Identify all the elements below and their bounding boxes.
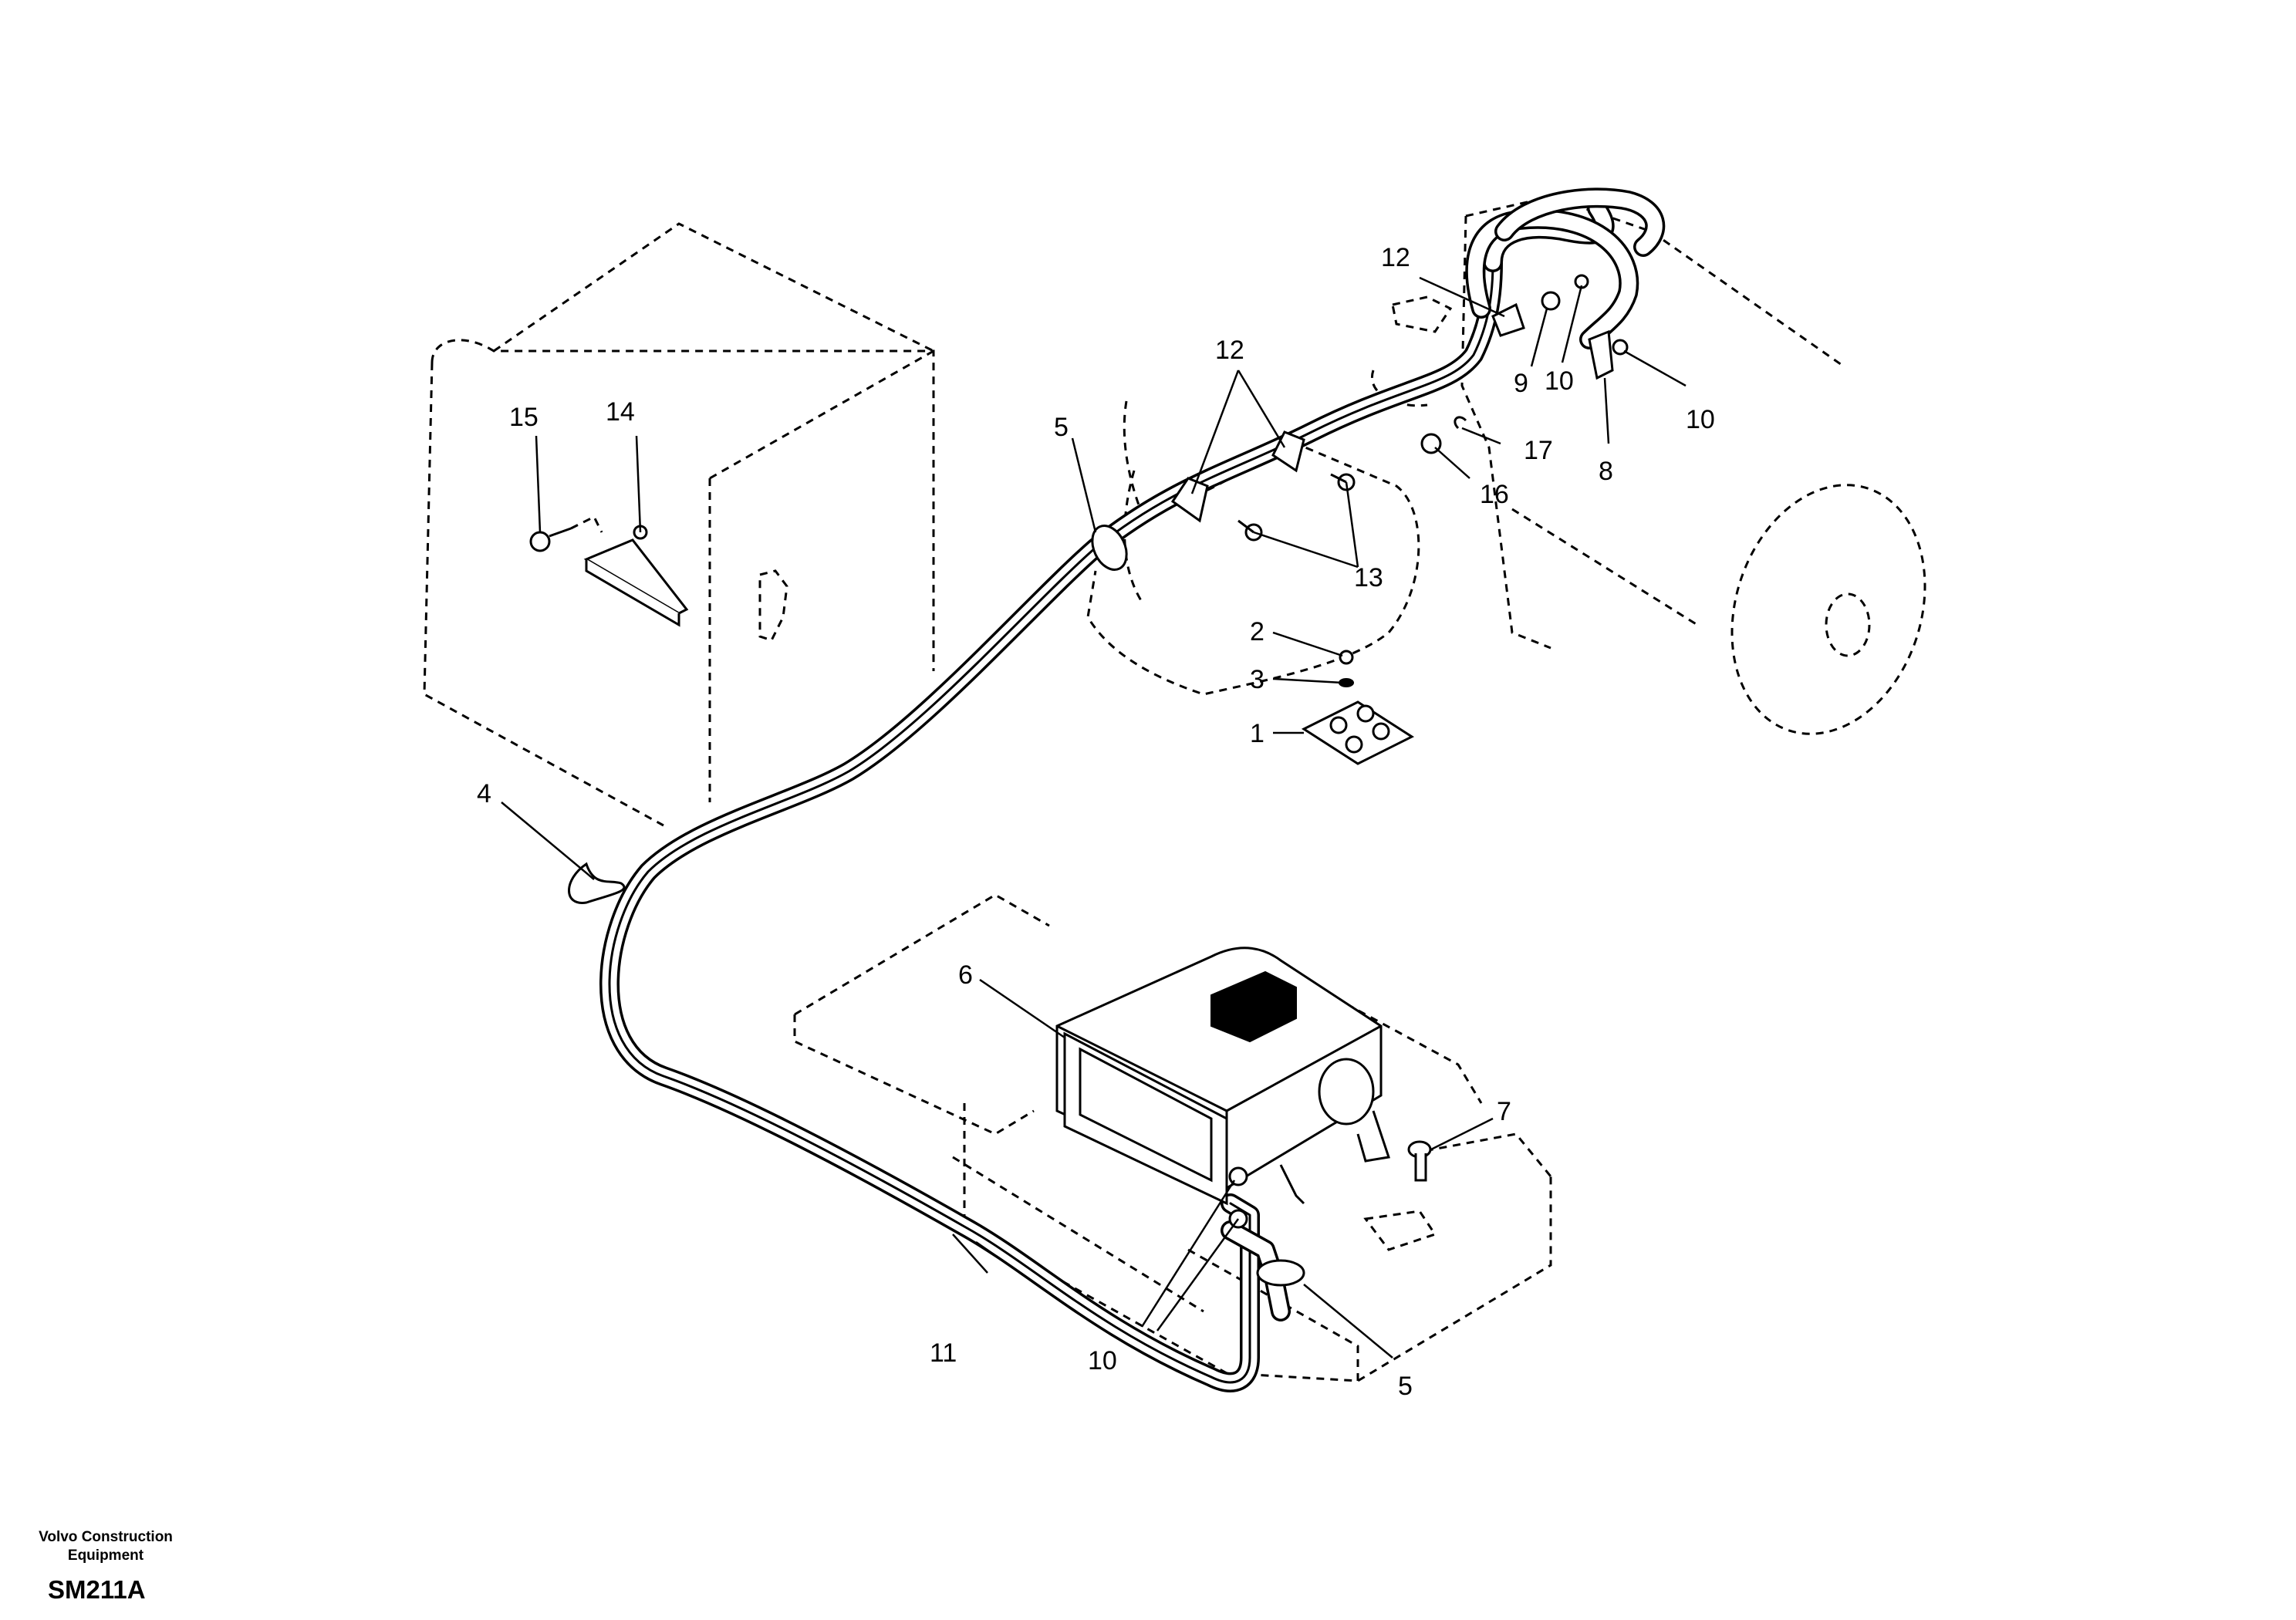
callout-4: 4: [477, 779, 491, 808]
floor-outline: [793, 893, 1552, 1382]
hose-clamp-10-engine-b: [1612, 339, 1629, 356]
heater-unit: [1055, 947, 1390, 1206]
callout-labels: 1 2 3 4 5 5 6 7 8 9 10 10 10 11 12 12 13…: [477, 243, 1715, 1401]
callout-10-engine-right: 10: [1686, 405, 1715, 434]
footer: Volvo Construction Equipment SM211A: [39, 1529, 173, 1604]
clamp-12-right: [1491, 302, 1525, 337]
grommet-5-upper: [1091, 525, 1128, 571]
callout-12-engine: 12: [1381, 243, 1410, 272]
callout-17: 17: [1524, 436, 1553, 465]
callout-16: 16: [1480, 480, 1509, 509]
callout-6: 6: [958, 960, 973, 990]
valve-8: [1588, 329, 1614, 380]
leader-lines: [501, 276, 1687, 1358]
cab-outline: [423, 222, 935, 827]
callout-8: 8: [1599, 457, 1613, 486]
figure-code: SM211A: [48, 1575, 146, 1604]
footer-company-line2: Equipment: [68, 1547, 144, 1564]
hose-assembly: [599, 187, 1666, 1392]
engine-outline: [1370, 195, 1926, 735]
bolt-7: [1407, 1140, 1432, 1182]
console-outline: [1086, 400, 1420, 696]
callout-14: 14: [606, 397, 635, 427]
callout-1: 1: [1250, 719, 1264, 748]
callout-10-heater: 10: [1088, 1346, 1117, 1375]
callout-7: 7: [1497, 1097, 1511, 1126]
clip-17: [1454, 416, 1467, 430]
callout-13: 13: [1354, 563, 1383, 592]
callout-11: 11: [930, 1338, 957, 1368]
callout-3: 3: [1250, 665, 1264, 694]
callout-15: 15: [509, 403, 539, 432]
callout-5-lower: 5: [1398, 1372, 1413, 1401]
bolts-13: [1237, 473, 1356, 542]
bracket-14: [583, 525, 689, 627]
callout-12-mid: 12: [1215, 336, 1244, 365]
callout-2: 2: [1250, 617, 1264, 646]
bolt-15: [529, 515, 603, 552]
clamp-12-left: [1170, 477, 1209, 523]
grommet-5-lower: [1256, 1259, 1305, 1287]
fitting-9: [1541, 291, 1561, 311]
footer-company-line1: Volvo Construction: [39, 1529, 173, 1545]
screw-2: [1339, 650, 1354, 665]
callout-10-engine-mid: 10: [1545, 366, 1574, 396]
cover-plate-1: [1301, 700, 1415, 765]
clip-4: [568, 862, 626, 904]
callout-5-upper: 5: [1054, 413, 1069, 442]
callout-9: 9: [1514, 369, 1528, 398]
